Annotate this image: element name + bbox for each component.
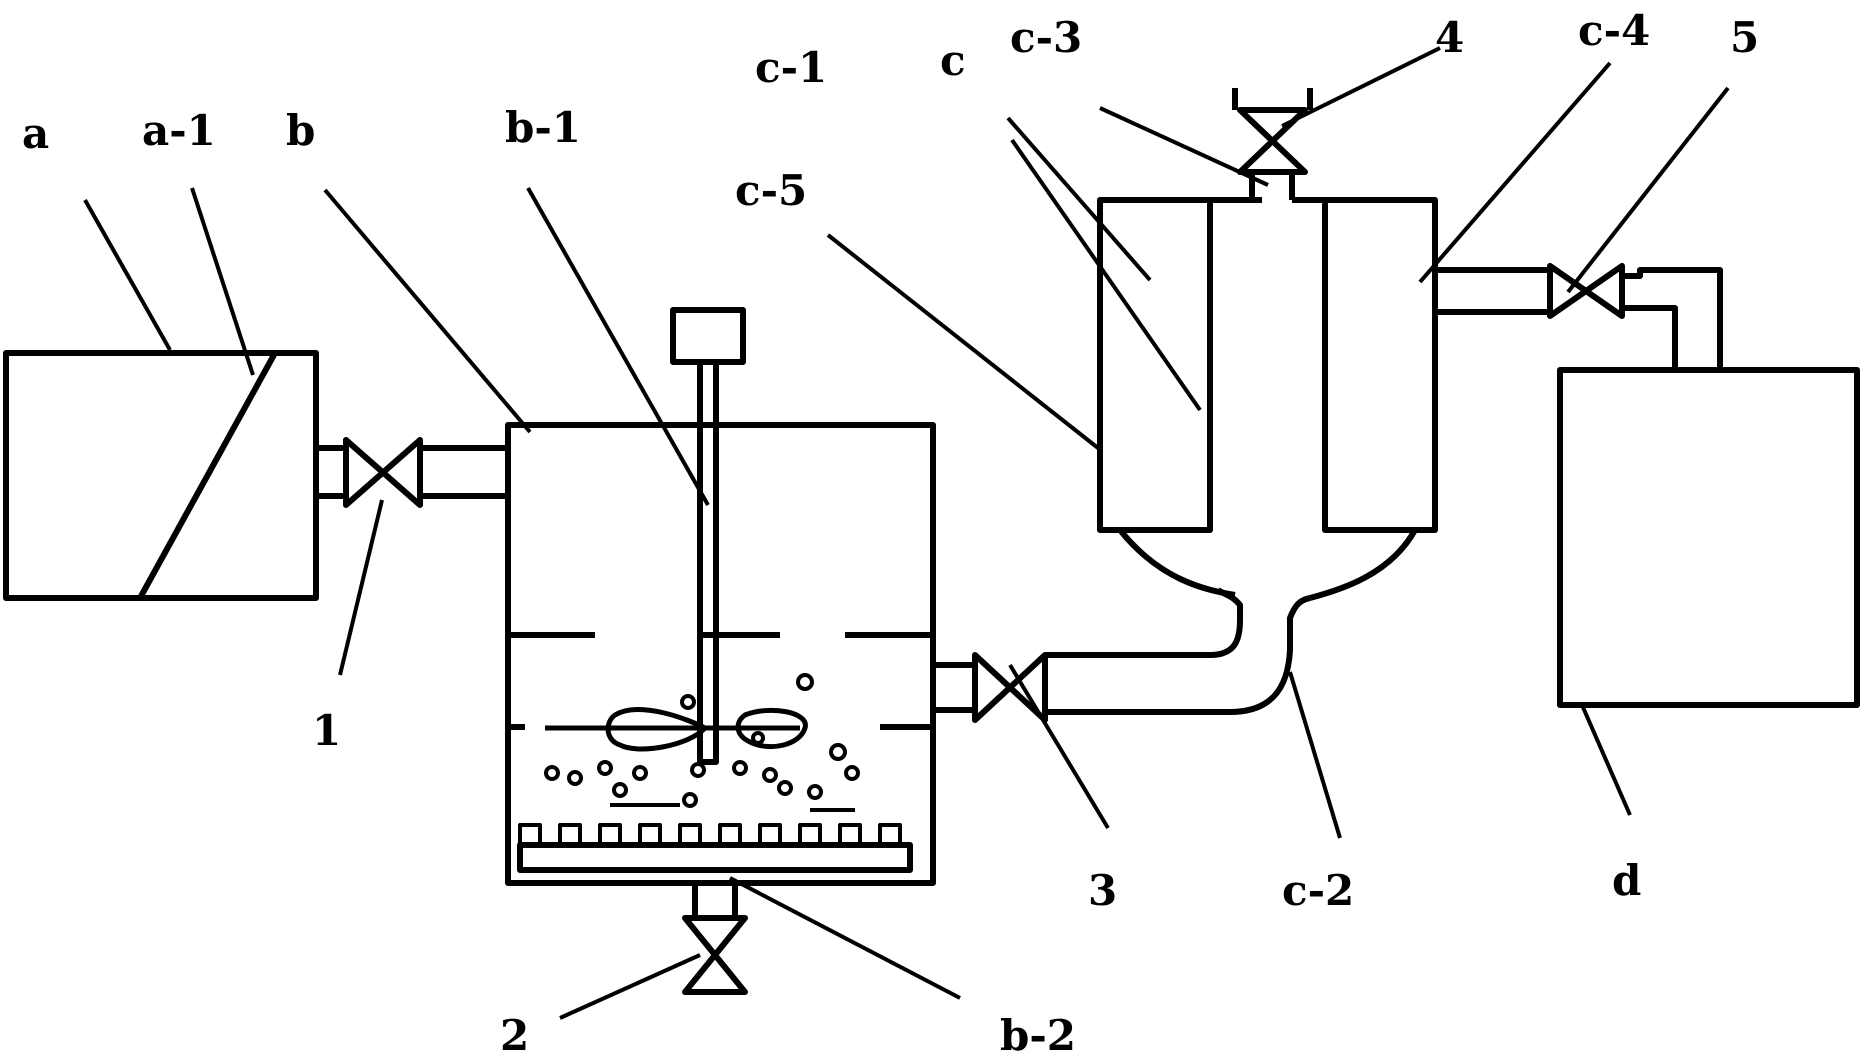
label-b: b: [286, 106, 315, 155]
label-c-2: c-2: [1282, 866, 1354, 915]
label-4: 4: [1435, 13, 1464, 62]
label-c-3: c-3: [1010, 13, 1082, 62]
label-2: 2: [500, 1011, 529, 1060]
vent-neck: [1249, 169, 1295, 200]
chamber-c-3: [1097, 197, 1213, 533]
bottom-outlet: [692, 880, 738, 921]
label-a: a: [22, 109, 49, 158]
reactor-b: [505, 422, 936, 886]
valve-3-icon: [972, 652, 1048, 723]
hopper-c-2: [1117, 528, 1418, 601]
stirrer-motor: [670, 307, 746, 365]
label-a-1: a-1: [142, 106, 216, 155]
leader-lines: [83, 46, 1730, 1020]
tank-a-internal-line: [137, 351, 278, 600]
label-1: 1: [312, 706, 341, 755]
label-b-1: b-1: [505, 103, 581, 152]
pipe-b-to-c: [1045, 587, 1311, 715]
outlet-pipe-b: [930, 662, 978, 713]
valve-4-icon: [1237, 107, 1308, 175]
elbow-pipe-to-d: [1619, 267, 1723, 370]
filter-plate-b-2: [517, 823, 913, 873]
label-c-1: c-1: [755, 43, 827, 92]
label-c-4: c-4: [1578, 6, 1650, 55]
label-c: c: [940, 36, 966, 85]
stirrer-impeller: [545, 707, 808, 752]
pipe-c-to-d: [1432, 267, 1553, 315]
valve-2-icon: [682, 915, 748, 995]
valve-1-icon: [343, 437, 423, 508]
valve-5-icon: [1547, 263, 1625, 319]
label-5: 5: [1730, 13, 1759, 62]
stirrer-shaft-b-1: [697, 359, 719, 765]
label-d: d: [1612, 856, 1641, 905]
label-c-5: c-5: [735, 166, 807, 215]
tank-d: [1557, 367, 1860, 708]
label-b-2: b-2: [1000, 1011, 1076, 1060]
particles: [544, 673, 860, 808]
label-3: 3: [1088, 866, 1117, 915]
separator-c: [1097, 197, 1438, 601]
chamber-c-4: [1322, 197, 1438, 533]
